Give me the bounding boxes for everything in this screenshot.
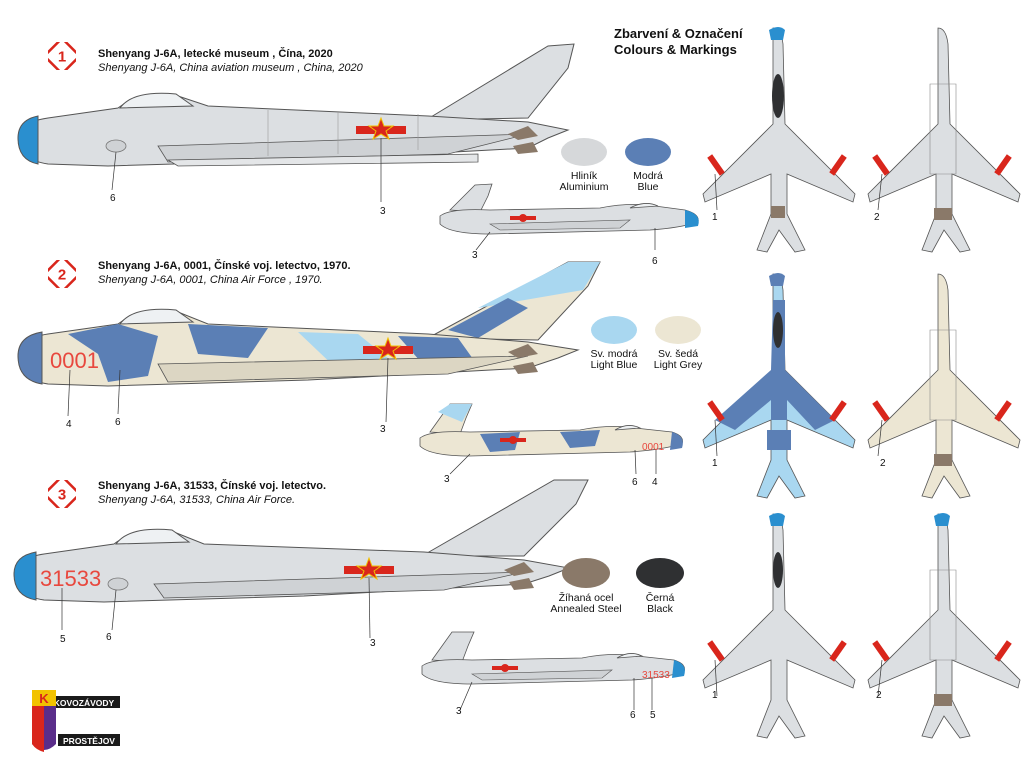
swatch-aluminium-en: Aluminium bbox=[559, 181, 609, 193]
scheme-3-small-serial: 31533 bbox=[642, 670, 670, 681]
swatch-blue bbox=[625, 138, 671, 166]
scheme-3-title-en: Shenyang J-6A, 31533, China Air Force. bbox=[98, 494, 296, 506]
scheme-1-title-cz: Shenyang J-6A, letecké museum , Čína, 20… bbox=[98, 48, 333, 60]
scheme-2-small-serial: 0001 bbox=[642, 442, 665, 453]
swatch-light-blue-cz: Sv. modrá bbox=[590, 348, 638, 360]
swatch-annealed-steel bbox=[562, 558, 610, 588]
scheme-2-small-callout-3: 3 bbox=[444, 474, 450, 485]
scheme-3-badge: 3 bbox=[48, 480, 76, 508]
scheme-3-top-view bbox=[702, 513, 856, 739]
scheme-2-callout-6: 6 bbox=[115, 417, 121, 428]
scheme-1-plan-views bbox=[702, 27, 1021, 253]
swatch-black-cz: Černá bbox=[645, 592, 675, 604]
scheme-3-plan-views bbox=[702, 513, 1021, 739]
swatch-aluminium-cz: Hliník bbox=[570, 170, 598, 182]
header-title-cz: Zbarvení & Označení bbox=[614, 26, 743, 41]
swatch-light-grey-cz: Sv. šedá bbox=[657, 348, 699, 360]
scheme-1-plan-callout-1: 1 bbox=[712, 212, 718, 223]
scheme-2-serial: 0001 bbox=[50, 348, 99, 373]
scheme-1-top-view bbox=[702, 27, 856, 253]
swatch-light-grey-en: Light Grey bbox=[653, 359, 703, 371]
swatch-light-blue bbox=[591, 316, 637, 344]
scheme-1-number: 1 bbox=[58, 49, 66, 66]
swatches-row-1 bbox=[561, 138, 671, 166]
scheme-3-small-callout-6: 6 bbox=[630, 710, 636, 721]
swatch-annealed-steel-cz: Žíhaná ocel bbox=[558, 592, 614, 604]
scheme-1-title-en: Shenyang J-6A, China aviation museum , C… bbox=[98, 62, 363, 74]
kovozavody-logo: KOVOZÁVODY PROSTĚJOV K bbox=[32, 690, 120, 752]
scheme-2-top-view bbox=[702, 273, 856, 499]
scheme-3-plan-callout-1: 1 bbox=[712, 690, 718, 701]
header-title-en: Colours & Markings bbox=[614, 42, 737, 57]
scheme-2-badge: 2 bbox=[48, 260, 76, 288]
scheme-2-small-callout-4: 4 bbox=[652, 477, 658, 488]
scheme-1-plan-callout-2: 2 bbox=[874, 212, 880, 223]
scheme-3-number: 3 bbox=[58, 487, 66, 504]
scheme-1-callout-3: 3 bbox=[380, 206, 386, 217]
scheme-2-number: 2 bbox=[58, 267, 66, 284]
swatch-annealed-steel-en: Annealed Steel bbox=[550, 603, 622, 615]
scheme-1-bottom-view bbox=[867, 27, 1021, 253]
swatch-blue-en: Blue bbox=[637, 181, 659, 193]
scheme-3-side-view: 31533 bbox=[13, 479, 589, 639]
logo-letter: K bbox=[39, 691, 49, 706]
scheme-2-bottom-view bbox=[867, 273, 1021, 499]
swatch-light-blue-en: Light Blue bbox=[590, 359, 638, 371]
logo-line1: KOVOZÁVODY bbox=[54, 698, 115, 708]
scheme-3-title-cz: Shenyang J-6A, 31533, Čínské voj. letect… bbox=[98, 480, 327, 492]
scheme-3-small-callout-3: 3 bbox=[456, 706, 462, 717]
scheme-3-small-callout-5: 5 bbox=[650, 710, 656, 721]
scheme-3-small-view: 31533 bbox=[421, 631, 685, 711]
swatch-black-en: Black bbox=[647, 603, 673, 615]
scheme-3-serial: 31533 bbox=[40, 566, 101, 591]
scheme-3-callout-6: 6 bbox=[106, 632, 112, 643]
swatches-row-2 bbox=[591, 316, 701, 344]
scheme-1-side-view bbox=[17, 43, 575, 202]
logo-line2: PROSTĚJOV bbox=[63, 735, 115, 746]
scheme-2-plan-callout-2: 2 bbox=[880, 458, 886, 469]
scheme-2-title-cz: Shenyang J-6A, 0001, Čínské voj. letectv… bbox=[98, 260, 351, 272]
scheme-3-bottom-view bbox=[867, 513, 1021, 739]
swatch-black bbox=[636, 558, 684, 588]
swatches-row-3 bbox=[562, 558, 684, 588]
scheme-1-badge: 1 bbox=[48, 42, 76, 70]
scheme-2-plan-callout-1: 1 bbox=[712, 458, 718, 469]
scheme-3-plan-callout-2: 2 bbox=[876, 690, 882, 701]
swatch-light-grey bbox=[655, 316, 701, 344]
scheme-1-callout-6: 6 bbox=[110, 193, 116, 204]
scheme-2-small-callout-6: 6 bbox=[632, 477, 638, 488]
scheme-2-callout-4: 4 bbox=[66, 419, 72, 430]
swatch-blue-cz: Modrá bbox=[633, 170, 663, 182]
scheme-1-small-view bbox=[439, 183, 699, 250]
scheme-3-callout-5: 5 bbox=[60, 634, 66, 645]
scheme-2-small-view: 0001 bbox=[419, 403, 683, 475]
scheme-1-small-callout-3: 3 bbox=[472, 250, 478, 261]
scheme-2-callout-3: 3 bbox=[380, 424, 386, 435]
scheme-2-plan-views bbox=[702, 273, 1021, 499]
scheme-3-callout-3: 3 bbox=[370, 638, 376, 649]
scheme-2-side-view: 0001 bbox=[17, 261, 601, 423]
scheme-1-small-callout-6: 6 bbox=[652, 256, 658, 267]
scheme-2-title-en: Shenyang J-6A, 0001, China Air Force , 1… bbox=[98, 274, 323, 286]
swatch-aluminium bbox=[561, 138, 607, 166]
